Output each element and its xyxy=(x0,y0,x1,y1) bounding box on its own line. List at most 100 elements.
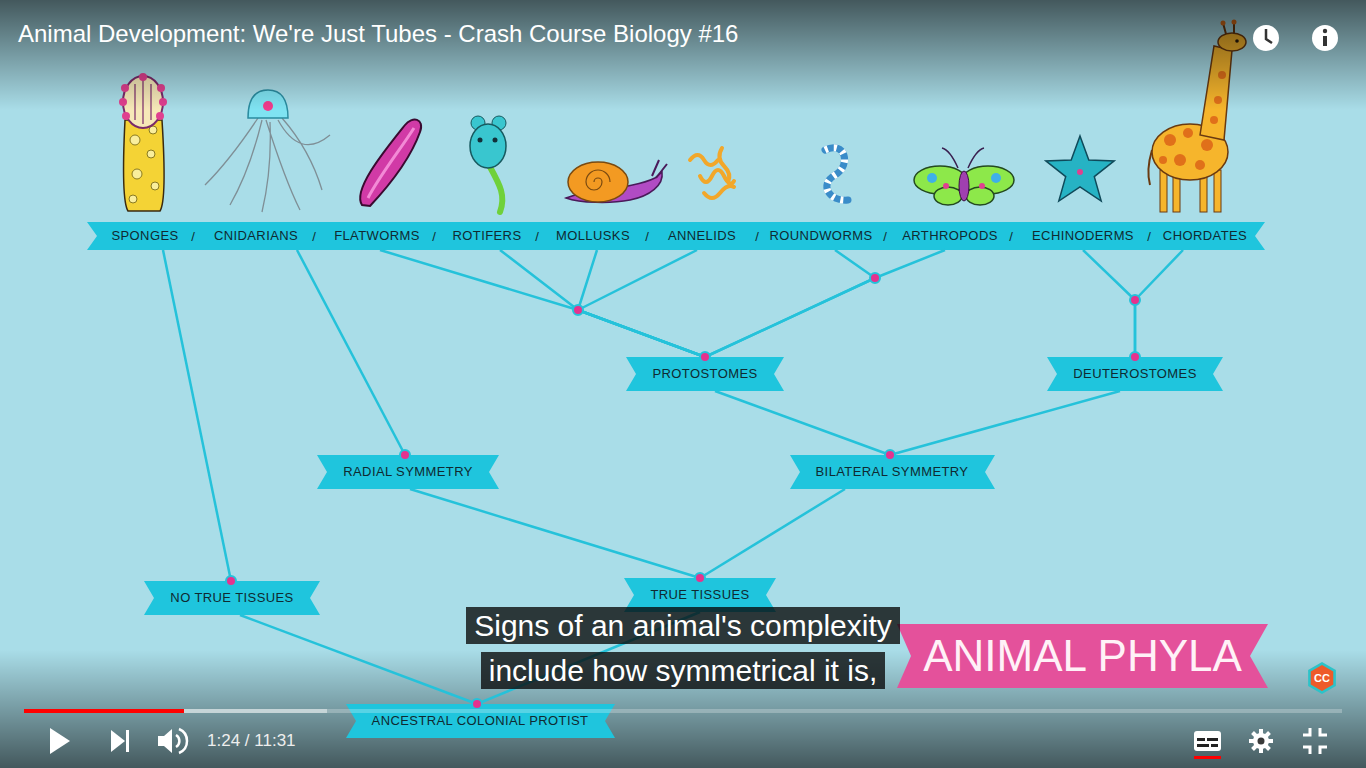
phyla-band xyxy=(87,222,1265,250)
progress-bar xyxy=(24,709,184,713)
subtitles-button xyxy=(1207,738,1218,741)
moth-drawing xyxy=(914,148,1014,205)
next-button xyxy=(111,730,129,752)
node-text: ANCESTRAL COLONIAL PROTIST xyxy=(372,714,589,729)
text-holder: ROTIFERS xyxy=(453,229,522,244)
phylum-label: ANNELIDS xyxy=(665,222,740,250)
sponge-drawing xyxy=(132,169,142,179)
node-text: ARTHROPODS xyxy=(902,229,998,244)
moth-drawing xyxy=(943,183,949,189)
rotifer-drawing xyxy=(470,116,506,212)
settings-button xyxy=(1258,738,1265,745)
giraffe-drawing xyxy=(1183,128,1193,138)
title-banner: ANIMAL PHYLA xyxy=(897,624,1268,688)
branch-line xyxy=(578,250,705,357)
text-holder: ROUNDWORMS xyxy=(770,229,873,244)
branch-line xyxy=(380,250,705,357)
separator: / xyxy=(191,222,195,250)
branch-node-dot xyxy=(573,305,583,315)
phylum-label: FLATWORMS xyxy=(331,222,423,250)
phylum-label: SPONGES xyxy=(108,222,182,250)
branch-line xyxy=(705,250,945,357)
separator: / xyxy=(645,222,649,250)
logo-badge: CC xyxy=(1306,662,1338,694)
giraffe-drawing xyxy=(1201,139,1213,151)
branch-node-dot xyxy=(695,573,705,583)
branch-line xyxy=(1083,250,1135,357)
starfish-drawing xyxy=(1046,136,1114,201)
watch-later-icon xyxy=(1266,29,1272,43)
text-holder: TRUE TISSUES xyxy=(650,588,749,603)
starfish-drawing xyxy=(1046,136,1114,201)
exit-fullscreen-button xyxy=(1303,728,1327,754)
watch-later-icon xyxy=(1253,25,1279,51)
branch-line xyxy=(1135,250,1183,357)
node-text: PROTOSTOMES xyxy=(652,367,757,382)
banner-shape xyxy=(897,624,1268,688)
subtitle-text: Signs of an animal's complexity include … xyxy=(466,607,900,689)
text-holder: BILATERAL SYMMETRY xyxy=(816,465,969,480)
giraffe-drawing xyxy=(1174,154,1186,166)
exit-fullscreen-button xyxy=(1303,728,1327,754)
text-holder: CC xyxy=(1314,672,1330,685)
phylum-label: ARTHROPODS xyxy=(899,222,1001,250)
giraffe-drawing xyxy=(1159,156,1167,164)
node-text: NO TRUE TISSUES xyxy=(170,591,293,606)
snail-drawing xyxy=(568,162,628,202)
giraffe-drawing xyxy=(1195,160,1205,170)
phylum-label: ECHINODERMS xyxy=(1029,222,1137,250)
badge-shape xyxy=(1311,665,1334,691)
branch-line xyxy=(410,489,700,578)
text-holder: DEUTEROSTOMES xyxy=(1073,367,1196,382)
text-holder: RADIAL SYMMETRY xyxy=(343,465,473,480)
volume-button xyxy=(179,729,187,753)
giraffe-drawing xyxy=(1148,150,1152,185)
sponge-drawing xyxy=(122,112,130,120)
text-holder: SPONGES xyxy=(111,229,178,244)
text-holder: FLATWORMS xyxy=(334,229,420,244)
info-icon xyxy=(1323,36,1327,46)
badge-shape xyxy=(1308,662,1336,694)
jellyfish-drawing xyxy=(205,118,330,212)
phylum-label: ROUNDWORMS xyxy=(767,222,876,250)
node-text: CNIDARIANS xyxy=(214,229,298,244)
annelid-drawing xyxy=(690,148,734,198)
flatworm-drawing xyxy=(360,120,421,206)
branch-line xyxy=(500,250,705,357)
roundworm-drawing xyxy=(825,148,848,200)
sponge-drawing xyxy=(130,135,140,145)
node-text: DEUTEROSTOMES xyxy=(1073,367,1196,382)
moth-drawing xyxy=(927,173,937,183)
roundworm-drawing xyxy=(825,148,848,200)
branch-node-dot xyxy=(1130,352,1140,362)
video-title: Animal Development: We're Just Tubes - C… xyxy=(18,20,738,47)
rotifer-drawing xyxy=(470,124,506,168)
phylum-label: CNIDARIANS xyxy=(211,222,302,250)
separator-text: / xyxy=(535,229,539,244)
subtitles-button xyxy=(1197,744,1209,747)
progress-bar xyxy=(24,709,1342,713)
branch-node-dot xyxy=(700,352,710,362)
play-button xyxy=(50,728,70,754)
node-text: CC xyxy=(1314,672,1330,685)
giraffe-drawing xyxy=(1164,134,1176,146)
branch-line xyxy=(578,250,705,357)
giraffe-drawing xyxy=(1210,116,1218,124)
phylum-label: CHORDATES xyxy=(1160,222,1251,250)
separator-text: / xyxy=(755,229,759,244)
moth-drawing xyxy=(942,148,984,168)
branch-node-dot xyxy=(1130,295,1140,305)
text-holder: ANNELIDS xyxy=(668,229,736,244)
node-text: ECHINODERMS xyxy=(1032,229,1134,244)
separator-text: / xyxy=(1147,229,1151,244)
subtitles-button xyxy=(1194,731,1221,759)
text-holder: NO TRUE TISSUES xyxy=(170,591,293,606)
separator: / xyxy=(1147,222,1151,250)
node-text: ROTIFERS xyxy=(453,229,522,244)
info-icon xyxy=(1312,25,1338,51)
watch-later-icon xyxy=(1253,25,1279,51)
subtitles-button xyxy=(1211,744,1218,747)
player-shade xyxy=(0,0,1366,110)
